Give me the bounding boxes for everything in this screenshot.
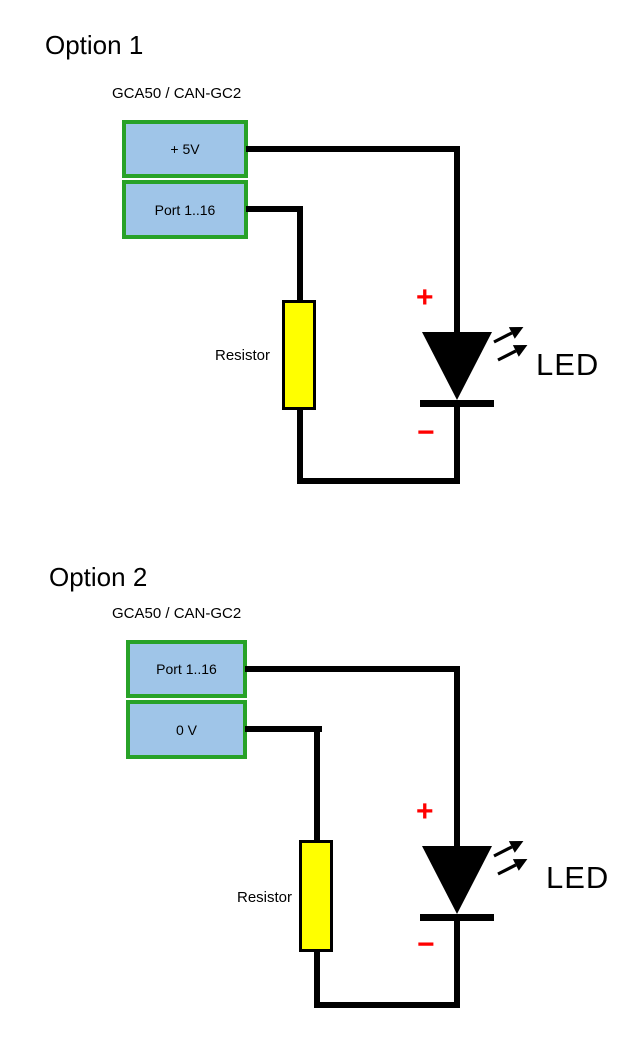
pin-0v-cell: 0 V (126, 700, 247, 759)
wire-port-to-led-vertical (454, 666, 460, 848)
option-2-title: Option 2 (49, 562, 148, 592)
resistor-label: Resistor (236, 889, 292, 906)
polarity-plus-label: + (416, 281, 434, 314)
pin-plus5v-cell: + 5V (122, 120, 248, 178)
wire-port-to-led-horizontal (245, 666, 460, 672)
led-cathode-bar (420, 914, 494, 921)
module-name-label: GCA50 / CAN-GC2 (112, 605, 242, 622)
pin-port-cell: Port 1..16 (126, 640, 247, 698)
wire-0v-to-resistor-horizontal (245, 726, 322, 732)
pin-port-cell: Port 1..16 (122, 180, 248, 239)
wire-bottom-horizontal (314, 1002, 460, 1008)
led-triangle (422, 846, 492, 914)
resistor-body (282, 300, 316, 410)
polarity-minus-label: − (417, 928, 435, 961)
led-label: LED (546, 860, 610, 895)
resistor-label: Resistor (214, 347, 270, 364)
wire-bottom-to-cathode-vertical (454, 919, 460, 1008)
led-label: LED (536, 347, 600, 382)
wire-resistor-to-bottom-vertical (297, 408, 303, 484)
led-emission-arrows-icon (493, 841, 528, 876)
wire-port-to-resistor-horizontal (246, 206, 303, 212)
wire-5v-to-led-horizontal (246, 146, 460, 152)
led-cathode-bar (420, 400, 494, 407)
polarity-plus-label: + (416, 795, 434, 828)
wire-5v-to-led-vertical (454, 146, 460, 334)
wire-0v-to-resistor-vertical (314, 726, 320, 842)
wire-resistor-to-bottom-vertical (314, 950, 320, 1008)
wire-bottom-horizontal (297, 478, 460, 484)
option-1-title: Option 1 (45, 30, 144, 60)
led-emission-arrows-icon (493, 327, 528, 362)
polarity-minus-label: − (417, 416, 435, 449)
led-triangle (422, 332, 492, 400)
wire-port-to-resistor-vertical (297, 206, 303, 302)
resistor-body (299, 840, 333, 952)
wire-bottom-to-cathode-vertical (454, 405, 460, 484)
module-name-label: GCA50 / CAN-GC2 (112, 85, 242, 102)
